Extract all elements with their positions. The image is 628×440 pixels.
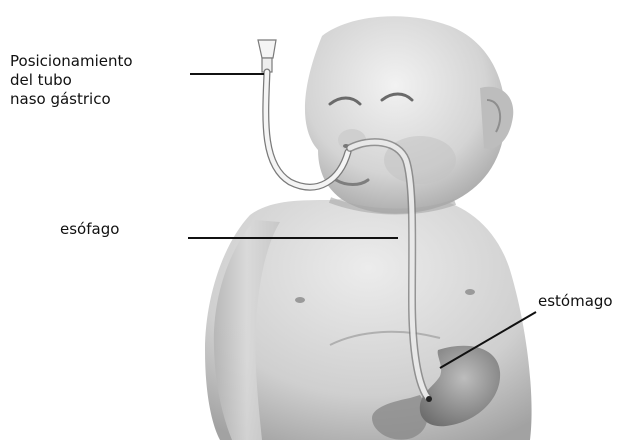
tube-label-line-3: naso gástrico [10,90,133,109]
tube-label-line-2: del tubo [10,71,133,90]
stomach-label: estómago [538,292,613,311]
nasogastric-tube-label: Posicionamiento del tubo naso gástrico [10,52,133,109]
esophagus-label: esófago [60,220,119,239]
tube-label-line-1: Posicionamiento [10,52,133,71]
